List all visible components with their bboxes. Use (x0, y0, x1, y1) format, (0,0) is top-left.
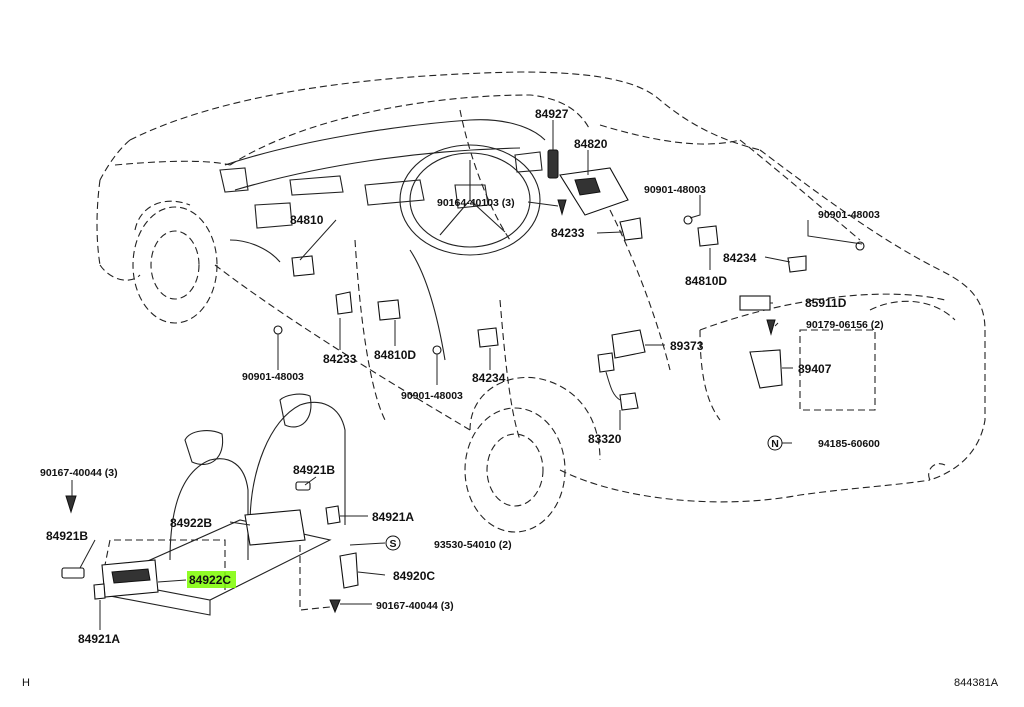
label-90167-40044-b[interactable]: 90167-40044 (3) (376, 600, 454, 612)
label-90164-40103[interactable]: 90164-40103 (3) (437, 197, 515, 209)
part-84233-a (619, 217, 643, 241)
label-84920C[interactable]: 84920C (393, 569, 435, 583)
label-90901-48003-c[interactable]: 90901-48003 (242, 371, 304, 383)
part-84234-b (477, 327, 499, 348)
label-90901-48003-b[interactable]: 90901-48003 (818, 209, 880, 221)
label-84921A-a[interactable]: 84921A (372, 510, 414, 524)
label-90179-06156[interactable]: 90179-06156 (2) (806, 319, 884, 331)
label-93530-54010[interactable]: 93530-54010 (2) (434, 539, 512, 551)
label-84810D-b[interactable]: 84810D (374, 348, 416, 362)
label-94185-60600[interactable]: 94185-60600 (818, 438, 880, 450)
label-84921B-b[interactable]: 84921B (46, 529, 88, 543)
dashboard-outline (219, 119, 546, 361)
part-89407 (749, 349, 783, 389)
label-90901-48003-a[interactable]: 90901-48003 (644, 184, 706, 196)
part-83320 (619, 392, 639, 411)
label-90901-48003-d[interactable]: 90901-48003 (401, 390, 463, 402)
label-89407[interactable]: 89407 (798, 362, 832, 376)
label-84820[interactable]: 84820 (574, 137, 608, 151)
leader-lines (71, 120, 863, 630)
label-84234-a[interactable]: 84234 (723, 251, 757, 265)
part-84920C (339, 552, 359, 589)
part-84234-a (787, 255, 807, 273)
label-84921A-b[interactable]: 84921A (78, 632, 120, 646)
label-84233-a[interactable]: 84233 (551, 226, 585, 240)
part-84810-a (291, 255, 315, 277)
corner-code-left: H (22, 677, 30, 689)
label-84234-b[interactable]: 84234 (472, 371, 506, 385)
part-89373 (611, 329, 646, 359)
part-84927 (547, 149, 559, 179)
marker-n: N (767, 435, 783, 451)
part-84922B (244, 509, 306, 546)
label-90167-40044-a[interactable]: 90167-40044 (3) (40, 467, 118, 479)
svg-text:N: N (771, 438, 779, 450)
corner-code-right: 844381A (954, 677, 999, 689)
label-84927[interactable]: 84927 (535, 107, 569, 121)
label-84922C[interactable]: 84922C (189, 573, 231, 587)
highlight-84922C (187, 571, 236, 588)
marker-s: S (385, 535, 401, 551)
label-84810D-a[interactable]: 84810D (685, 274, 727, 288)
svg-text:S: S (389, 538, 396, 550)
label-83320[interactable]: 83320 (588, 432, 622, 446)
label-85911D[interactable]: 85911D (805, 296, 847, 310)
label-84233-b[interactable]: 84233 (323, 352, 357, 366)
label-89373[interactable]: 89373 (670, 339, 704, 353)
part-84810D-b (377, 299, 401, 321)
part-85911D (739, 295, 771, 311)
label-84922B[interactable]: 84922B (170, 516, 212, 530)
car-body-outline (96, 71, 986, 533)
part-84810D-a (697, 225, 719, 247)
part-84233-b (335, 291, 353, 315)
part-labels: 84927 84820 90901-48003 90164-40103 (3) … (40, 107, 884, 646)
parts (61, 149, 865, 614)
label-84810-a[interactable]: 84810 (290, 213, 324, 227)
label-84921B-a[interactable]: 84921B (293, 463, 335, 477)
